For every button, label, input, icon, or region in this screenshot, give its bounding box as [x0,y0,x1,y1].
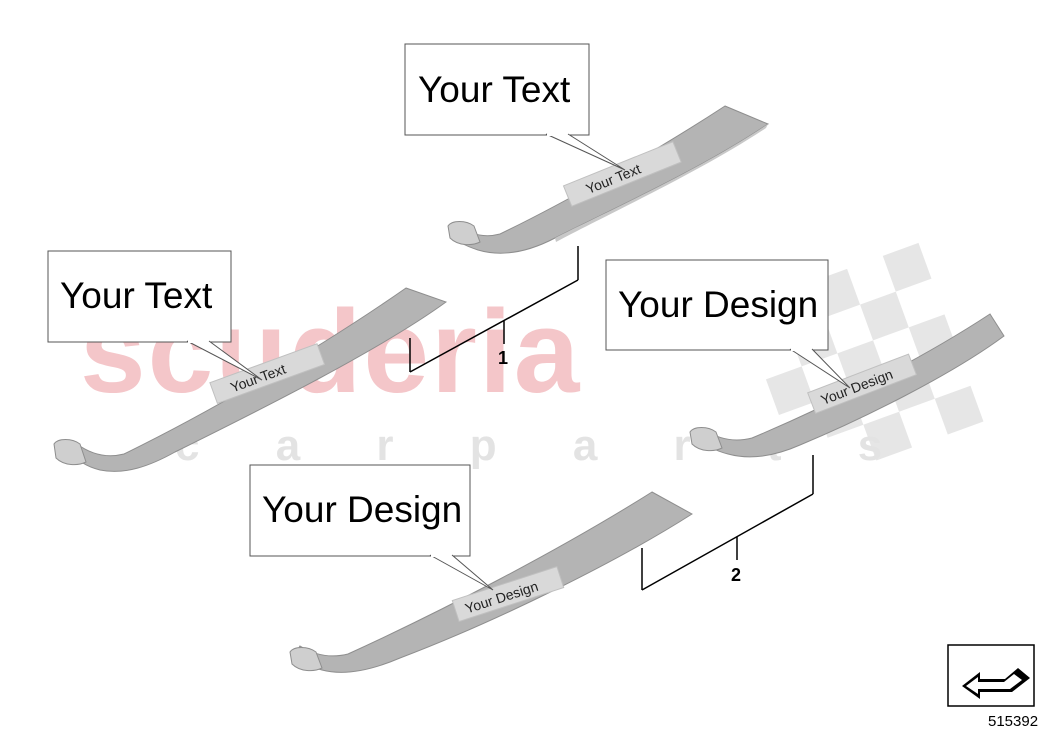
callout-text-bottom: Your Design [262,489,462,530]
callout-text-top: Your Text [418,69,571,110]
view-direction-arrow-icon [947,644,1035,707]
figure-number: 515392 [988,713,1038,730]
callout-text-right: Your Design [618,284,818,325]
reference-number-2: 2 [731,565,741,585]
callout-right: Your Design [605,259,851,389]
name-plate-right [807,353,918,414]
callout-left: Your Text [47,250,263,381]
name-plate-left [209,343,326,405]
reference-number-1: 1 [498,348,508,368]
name-plate-bottom [451,565,565,623]
callout-text-left: Your Text [60,275,213,316]
callout-bottom: Your Design [249,464,494,591]
callout-top: Your Text [404,43,626,171]
sill-plate-top: Your Text [447,105,770,254]
name-plate-top [562,141,682,207]
sill-plate-left: Your Text [53,287,448,472]
reference-lines-group-2 [641,455,814,591]
reference-lines-group-1 [409,246,579,373]
